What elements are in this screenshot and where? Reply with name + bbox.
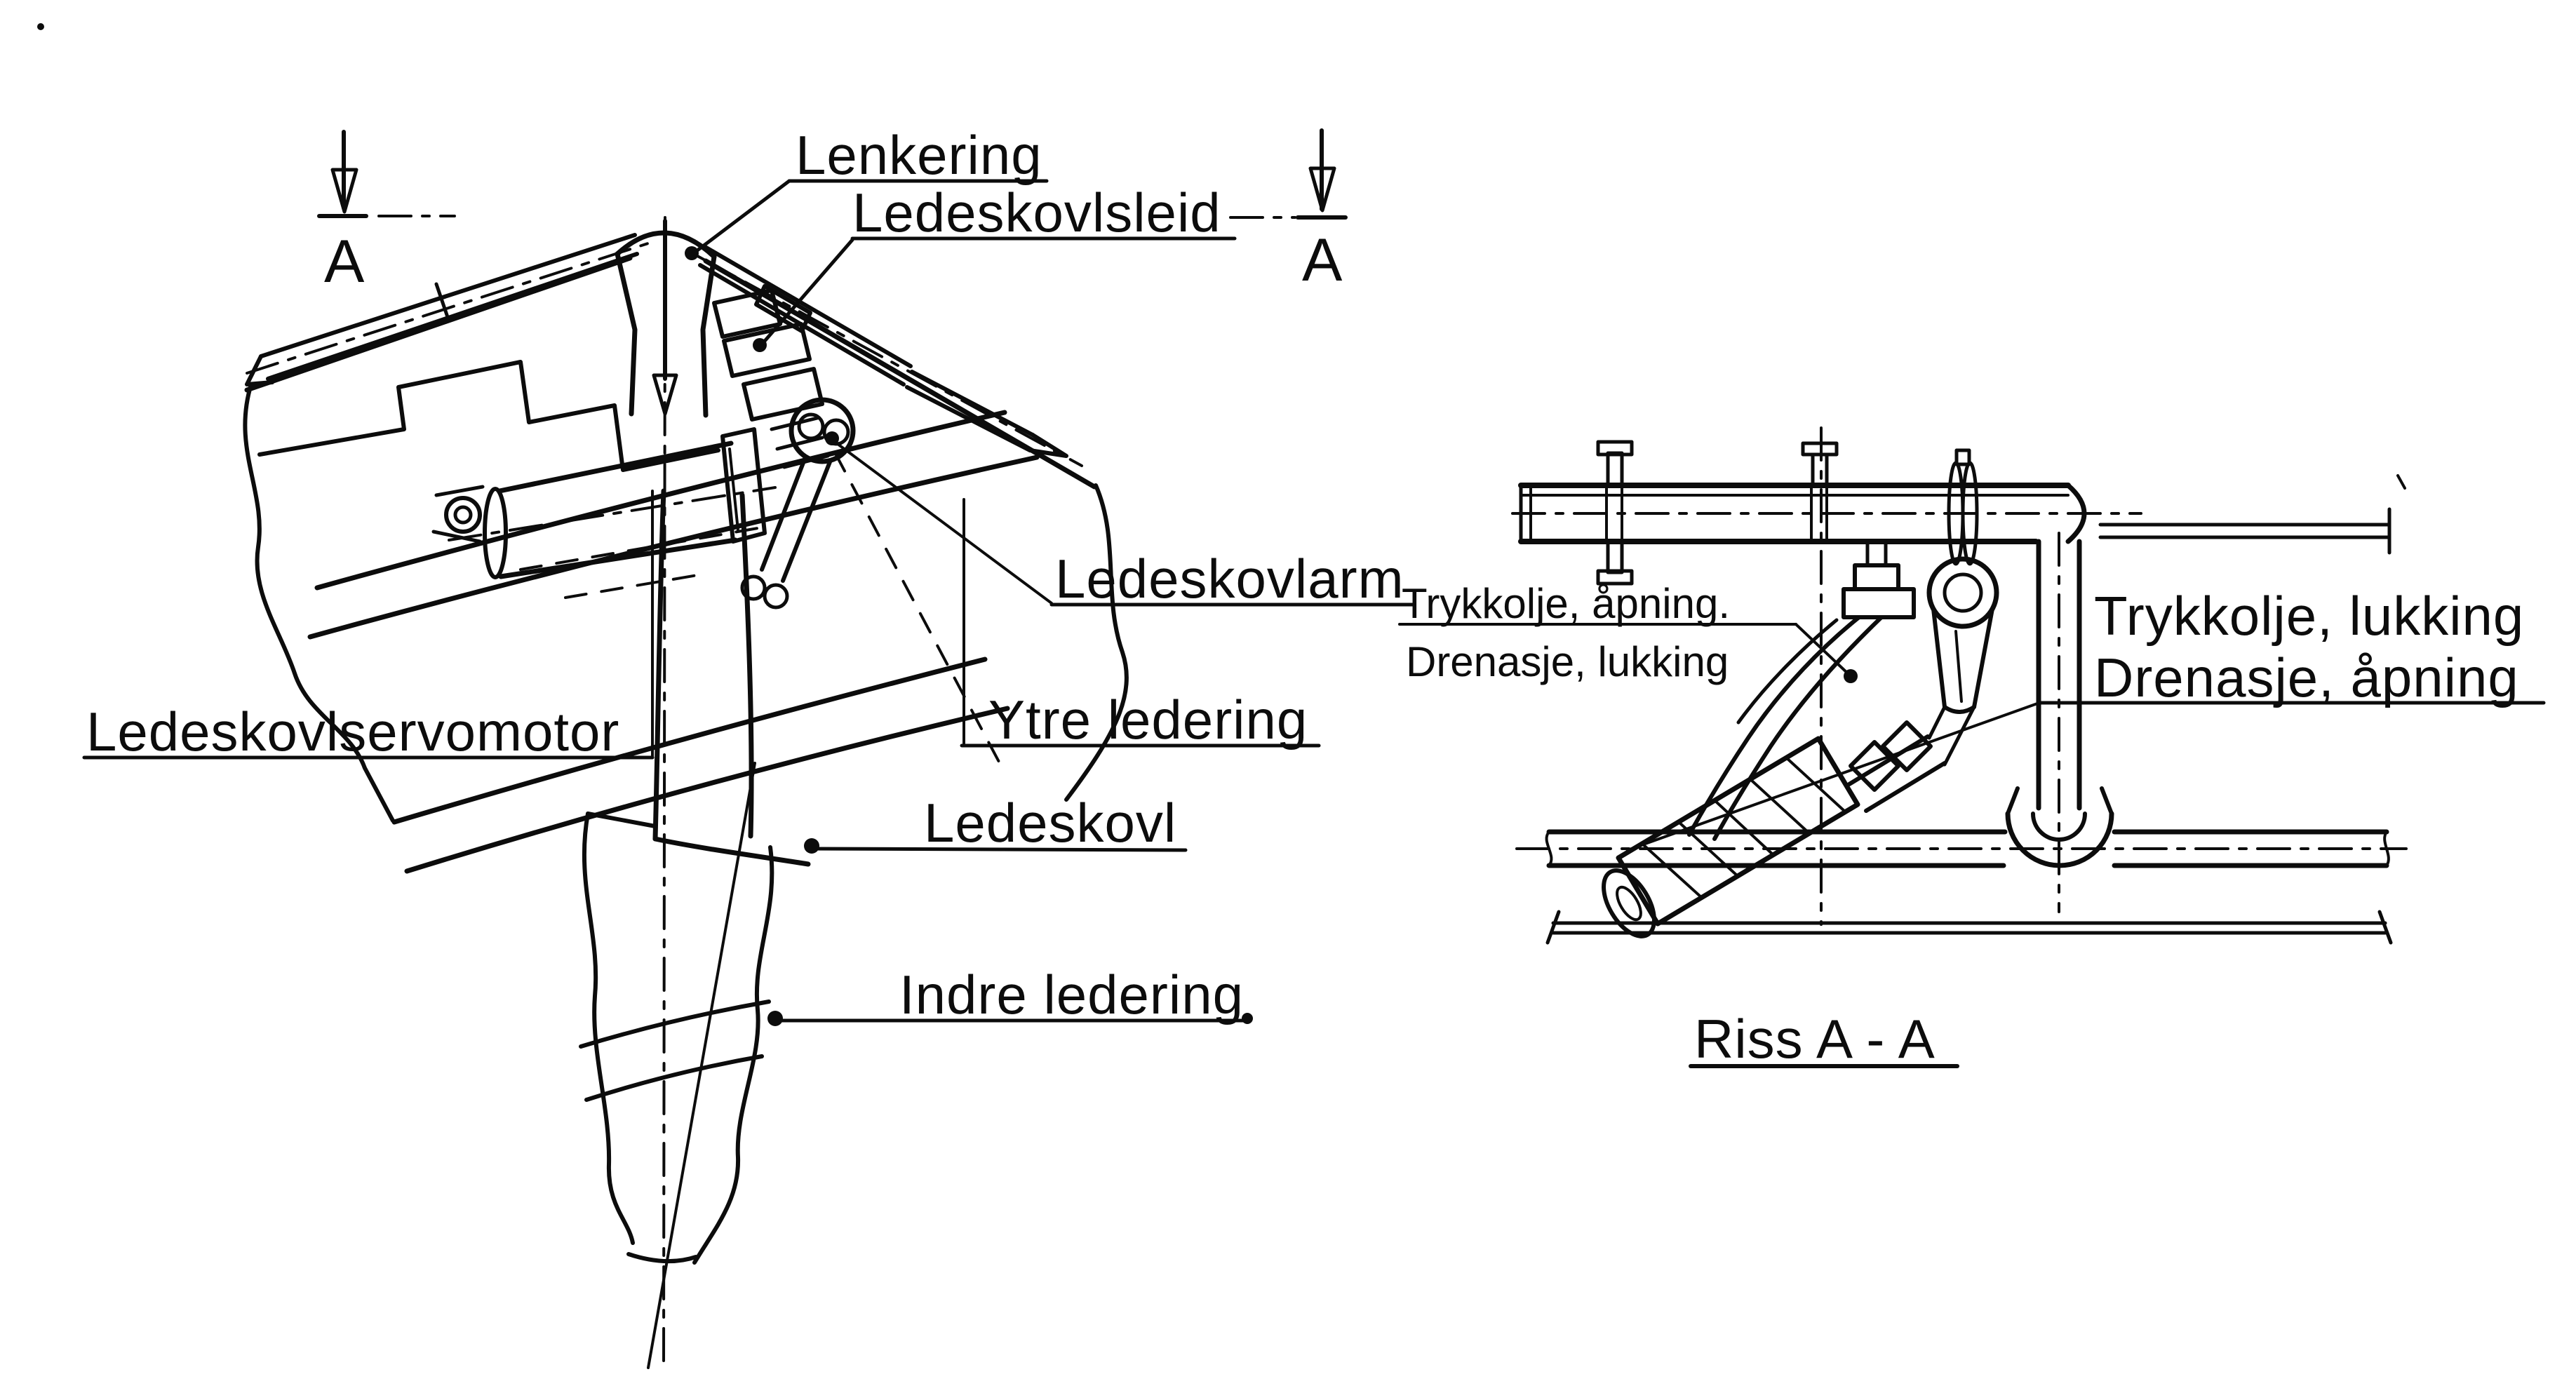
- valve-block: [1842, 539, 1916, 619]
- inclined-servomotor: [1602, 705, 1976, 938]
- label-section-a-right: A: [1302, 227, 1343, 294]
- link-ring-rod-left: [245, 233, 654, 386]
- label-ytre-ledering: Ytre ledering: [988, 689, 1308, 751]
- guide-vane-lever: [740, 397, 1001, 765]
- label-ledeskovl: Ledeskovl: [924, 792, 1176, 854]
- label-indre-ledering: Indre ledering: [899, 964, 1244, 1025]
- rod-end-eye: [1926, 556, 1999, 714]
- label-trykkolje-apning: Trykkolje, åpning.: [1402, 580, 1730, 627]
- section-arrow-left-icon: [317, 130, 456, 218]
- floor-line: [1545, 910, 2393, 945]
- oil-hoses: [1687, 615, 1884, 841]
- label-riss-a-a: Riss A - A: [1694, 1008, 1936, 1070]
- left-view-leaders: [82, 179, 1416, 1026]
- label-trykkolje-lukking: Trykkolje, lukking: [2094, 585, 2524, 647]
- label-ledeskovlservomotor: Ledeskovlservomotor: [86, 701, 619, 762]
- label-ledeskovlarm: Ledeskovlarm: [1055, 548, 1404, 610]
- servomotor-cylinder: [431, 427, 777, 599]
- top-oil-pipe: [1511, 440, 2142, 586]
- speck: [37, 23, 44, 30]
- label-lenkering: Lenkering: [796, 124, 1042, 186]
- label-drenasje-apning: Drenasje, åpning: [2094, 647, 2519, 708]
- left-view-drawing: Lenkering Ledeskovlsleid Ledeskovlarm Le…: [82, 124, 1416, 1373]
- section-arrow-right-icon: [1229, 128, 1348, 220]
- label-drenasje-lukking: Drenasje, lukking: [1406, 638, 1729, 685]
- right-view-drawing: Trykkolje, åpning. Drenasje, lukking Try…: [1398, 426, 2546, 1070]
- label-section-a-left: A: [324, 228, 365, 295]
- label-ledeskovlsleid: Ledeskovlsleid: [852, 182, 1221, 243]
- inner-guide-ring: [579, 812, 774, 1265]
- link-ring-rod-right: [690, 245, 1083, 467]
- right-view-leaders: [1398, 623, 2546, 1068]
- guide-vane: [652, 488, 811, 867]
- piston-rod: [2098, 474, 2406, 555]
